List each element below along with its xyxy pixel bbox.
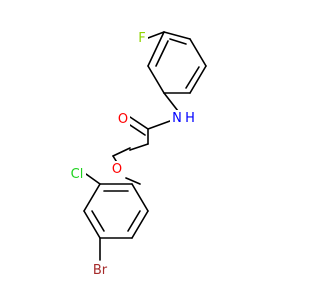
svg-text:F: F [138,31,145,46]
molecule-structure: F N H O O Cl Br [68,30,207,278]
atom-label-n: N [170,110,184,126]
svg-text:N: N [172,111,182,126]
atom-label-h: H [184,110,196,126]
atom-label-cl: Cl [68,166,86,182]
bromochlorophenyl-ring [83,183,149,239]
atom-label-o-carbonyl: O [116,111,130,127]
n-carbonyl-bond [147,120,171,130]
svg-text:H: H [185,111,195,126]
svg-text:Br: Br [93,263,108,278]
ring-n-bond [163,92,179,112]
atom-label-o-ether: O [110,161,124,177]
fluorophenyl-ring [147,31,207,94]
svg-text:O: O [112,162,122,177]
atom-label-f: F [136,30,148,46]
o-aryl-bond [125,177,141,185]
atom-label-br: Br [91,262,109,278]
c-cl-bond [85,173,101,185]
ch2-o-bond [129,143,149,151]
c-f-bond [147,31,165,39]
methylene-bond [112,147,131,157]
svg-text:O: O [118,112,128,127]
svg-text:Cl: Cl [71,167,84,182]
carbonyl-bond-1 [129,116,149,130]
